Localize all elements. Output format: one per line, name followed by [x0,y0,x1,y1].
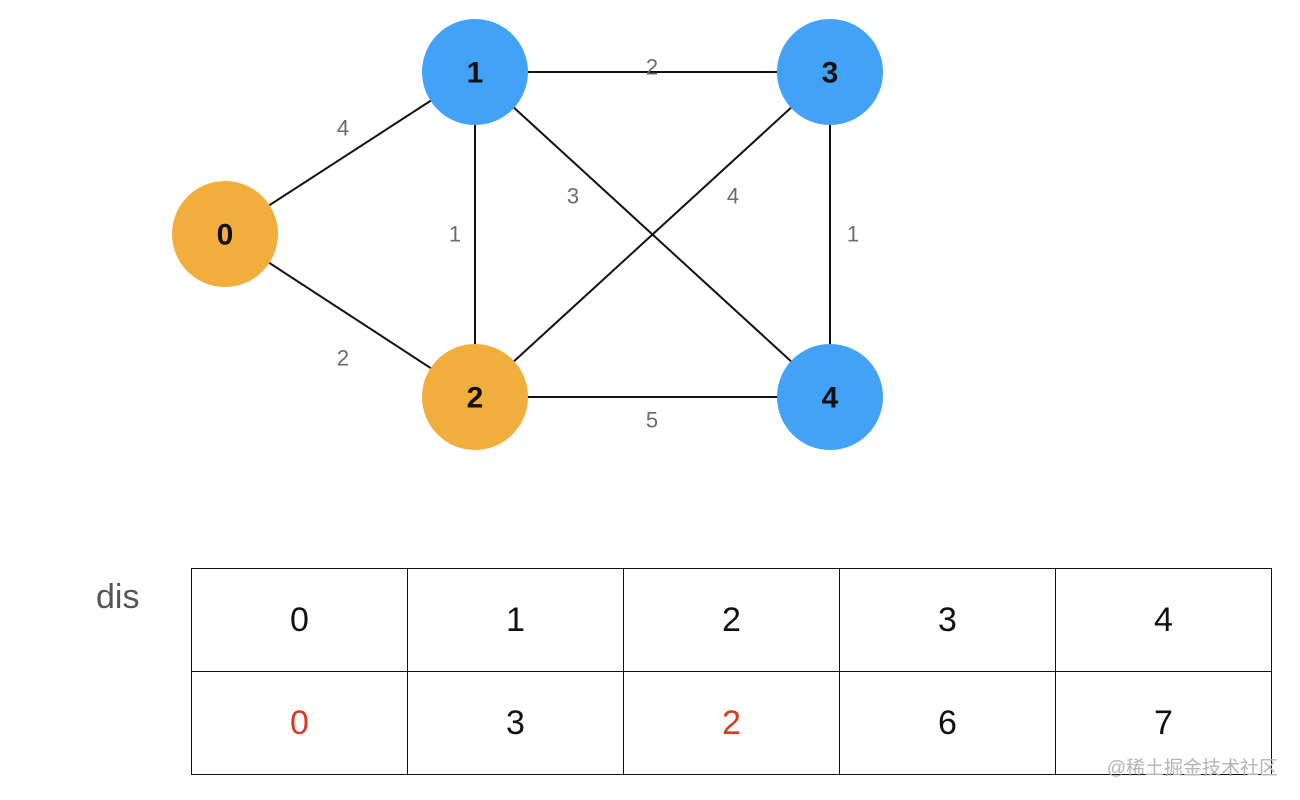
edge-weight-0-2: 2 [337,346,349,371]
dis-value-row: 0 3 2 6 7 [191,671,1272,775]
edge-weights-layer: 4 2 2 1 3 4 1 5 [337,55,859,433]
dis-header-cell: 3 [839,568,1056,672]
node-1: 1 [422,19,528,125]
node-3: 3 [777,19,883,125]
node-label-3: 3 [822,57,839,90]
node-4: 4 [777,344,883,450]
node-0: 0 [172,181,278,287]
node-2: 2 [422,344,528,450]
node-label-2: 2 [467,382,484,415]
edge-weight-1-2: 1 [449,222,461,247]
edge-weight-2-4: 5 [646,408,658,433]
node-circle-4 [777,344,883,450]
dis-value-cell: 0 [191,671,408,775]
dis-value-cell: 7 [1055,671,1272,775]
dis-table-title: dis [96,578,140,616]
node-circle-1 [422,19,528,125]
dis-header-cell: 2 [623,568,840,672]
edge-weight-1-3: 2 [646,55,658,80]
edges-layer [224,71,831,398]
edge-weight-3-2: 4 [727,184,739,209]
nodes-layer: 0 1 2 3 4 [172,19,883,450]
dis-value-cell: 3 [407,671,624,775]
edge-3-2 [474,71,831,398]
watermark: @稀土掘金技术社区 [1106,758,1278,779]
node-circle-2 [422,344,528,450]
node-circle-0 [172,181,278,287]
dis-table: 0 1 2 3 4 0 3 2 6 7 [191,568,1272,775]
node-label-4: 4 [822,382,839,415]
dis-header-cell: 0 [191,568,408,672]
node-circle-3 [777,19,883,125]
node-label-1: 1 [467,57,484,90]
dis-header-cell: 1 [407,568,624,672]
graph-diagram: 4 2 2 1 3 4 1 5 0 1 2 3 4 [172,19,883,450]
dis-header-row: 0 1 2 3 4 [191,568,1272,672]
edge-weight-3-4: 1 [847,222,859,247]
dis-value-cell: 2 [623,671,840,775]
dis-value-cell: 6 [839,671,1056,775]
node-label-0: 0 [217,219,234,252]
edge-weight-0-1: 4 [337,116,349,141]
edge-weight-1-4: 3 [567,184,579,209]
dis-header-cell: 4 [1055,568,1272,672]
